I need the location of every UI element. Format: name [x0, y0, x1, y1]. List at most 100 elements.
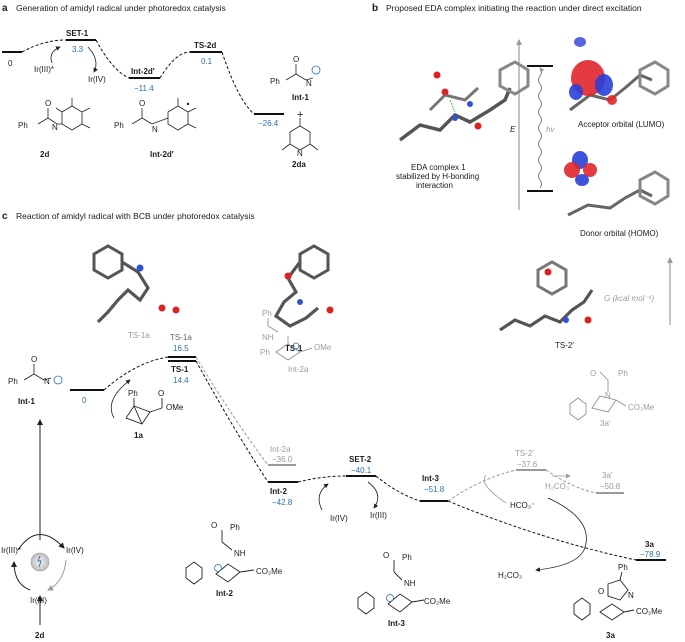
- a-int2d-o: O: [139, 99, 145, 108]
- c-int2a-ph: Ph: [262, 309, 272, 318]
- c-3a-label: 3a: [645, 540, 654, 549]
- a-int1-ph: Ph: [270, 77, 280, 86]
- panel-c-title: Reaction of amidyl radical with BCB unde…: [16, 211, 255, 221]
- molecule-int1-a: [285, 64, 321, 81]
- c-h2co3-top: H₂CO₃: [545, 482, 569, 491]
- c-g-axis-label: G (kcal mol⁻¹): [604, 294, 654, 303]
- c-int2-co2me: CO₂Me: [256, 567, 283, 576]
- c-int3-nh: NH: [404, 579, 416, 588]
- c-3a-value: −78.9: [640, 550, 661, 559]
- molecule-int3: [357, 560, 425, 615]
- molecule-int2d: [131, 98, 197, 131]
- cycle-ir3star: Ir(III)*: [1, 546, 21, 555]
- c-ir3-arrow: [367, 481, 379, 509]
- c-ts1a-label: TS-1a: [170, 333, 192, 342]
- b-lumo-label: Acceptor orbital (LUMO): [578, 120, 665, 129]
- c-1a-o: O: [158, 389, 164, 398]
- molecule-3ap: [569, 371, 627, 421]
- c-mol-3a: 3a: [606, 631, 615, 640]
- a-set1-value: 3.3: [72, 45, 84, 54]
- c-int3-co2me: CO₂Me: [424, 597, 451, 606]
- c-ts1-value: 14.4: [173, 376, 189, 385]
- a-2d-ph: Ph: [18, 121, 28, 130]
- b-complex-line3: interaction: [416, 181, 453, 190]
- c-3ap-co2me: CO₂Me: [628, 403, 655, 412]
- c-h2co3-bottom: H₂CO₃: [498, 571, 522, 580]
- a-level-zero: 0: [8, 59, 13, 68]
- a-set1-label: SET-1: [66, 29, 89, 38]
- c-3a-ph: Ph: [618, 563, 628, 572]
- cycle-ir4: Ir(IV): [66, 546, 84, 555]
- b-hv: hν: [546, 125, 554, 134]
- a-int2d-value: −11.4: [134, 84, 154, 93]
- c-int2a-value: −36.0: [272, 455, 293, 464]
- a-excitation-arrow: [50, 46, 61, 64]
- c-3ap-o: O: [590, 369, 596, 378]
- c-set2-label: SET-2: [349, 455, 372, 464]
- c-mol-int2a: Int-2a: [288, 365, 309, 374]
- int2d-radical-dot: [186, 102, 190, 106]
- c-3a-co2me: CO₂Me: [636, 607, 663, 616]
- molecule-int1-c: [23, 364, 63, 385]
- molecule-2d: [37, 98, 91, 131]
- a-mol-2d: 2d: [40, 150, 49, 159]
- c-ir3-mid: Ir(III): [370, 511, 387, 520]
- homo-orbital-model: [564, 151, 670, 217]
- c-mol-3ap: 3a′: [600, 419, 611, 428]
- ts2p-model: [499, 260, 594, 332]
- a-ts2d-value: 0.1: [201, 57, 213, 66]
- c-ts2p-value: −37.6: [517, 460, 538, 469]
- c-int3-o: O: [383, 551, 389, 560]
- b-complex-line1: EDA complex 1: [411, 163, 466, 172]
- c-3ap-value: −50.8: [600, 482, 621, 491]
- c-int2a-label: Int-2a: [270, 445, 291, 454]
- c-int2a-ome: OMe: [314, 343, 332, 352]
- c-int3-ph: Ph: [402, 553, 412, 562]
- molecule-3a: [573, 571, 635, 621]
- a-int1-o: O: [293, 55, 299, 64]
- cycle-top-arc: [17, 534, 65, 551]
- c-int3-label: Int-3: [422, 474, 439, 483]
- a-2d-o: O: [45, 99, 51, 108]
- b-energy-label: E: [510, 125, 516, 134]
- ts1a-model: [92, 244, 180, 324]
- ts1-model: [273, 244, 334, 328]
- c-3a-o: O: [598, 587, 604, 596]
- a-plus: +: [297, 109, 303, 121]
- c-int1-value: 0: [82, 396, 87, 405]
- b-homo-label: Donor orbital (HOMO): [580, 229, 659, 238]
- lumo-orbital-model: [569, 37, 670, 112]
- c-mol-int3: Int-3: [388, 619, 405, 628]
- molecule-int2: [185, 530, 255, 585]
- c-int2-ph: Ph: [230, 523, 240, 532]
- panel-a-letter: a: [2, 3, 8, 14]
- c-1a-ph: Ph: [128, 389, 138, 398]
- c-set2-value: −40.1: [351, 466, 372, 475]
- a-mol-2da: 2da: [292, 160, 306, 169]
- panel-a-energy-profile: [2, 39, 284, 115]
- a-int2d-n: N: [152, 125, 158, 134]
- a-ir3star: Ir(III)*: [34, 65, 54, 74]
- c-ir4-mid: Ir(IV): [330, 514, 348, 523]
- c-3ap-label: 3a′: [602, 471, 613, 480]
- c-3a-n: N: [628, 591, 634, 600]
- int2a-radical: [292, 342, 300, 350]
- panel-c-letter: c: [2, 211, 8, 222]
- a-end-value: −26.4: [258, 119, 279, 128]
- eda-complex-model: [398, 60, 530, 142]
- c-hco3: HCO₃⁻: [510, 501, 535, 510]
- c-int2-label: Int-2: [270, 487, 287, 496]
- cycle-left-arc: [11, 561, 31, 591]
- int3-cation: [386, 594, 394, 602]
- c-int1-label: Int-1: [18, 397, 35, 406]
- c-ts2p-label: TS-2′: [515, 449, 534, 458]
- c-grey-base-arrow: [483, 474, 507, 504]
- c-3ap-ph: Ph: [618, 369, 628, 378]
- cycle-2d: 2d: [35, 631, 44, 640]
- a-ir4: Ir(IV): [88, 75, 106, 84]
- c-ts1a-structure-label: TS-1a: [128, 331, 150, 340]
- c-ts2p-structure-label: TS-2′: [555, 341, 574, 350]
- a-2d-n: N: [52, 123, 58, 132]
- a-2da-n: N: [297, 149, 303, 158]
- cycle-ir3: Ir(III): [30, 596, 47, 605]
